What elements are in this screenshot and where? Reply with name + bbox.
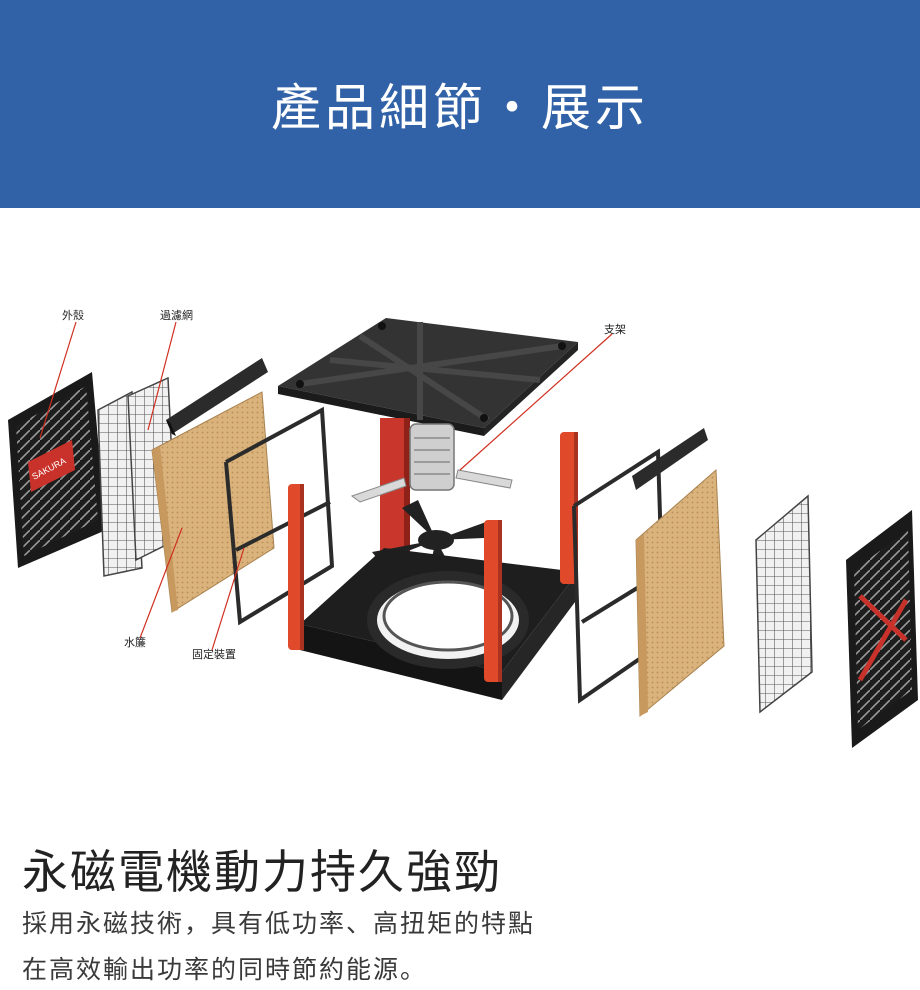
label-shell: 外殼 [62,309,84,322]
motor-assembly [350,418,513,558]
feature-description-line2: 在高效輸出功率的同時節約能源。 [22,955,428,984]
feature-description-line1: 採用永磁技術，具有低功率、高扭矩的特點 [22,909,536,938]
label-bracket: 支架 [604,323,626,336]
base-tray [300,548,578,700]
callout-leader-lines [39,321,613,651]
right-shell-panel [846,510,918,748]
label-water-curtain: 水簾 [124,636,146,649]
left-fixing-frame [224,406,335,626]
right-filter-mesh [755,494,813,714]
label-filter: 過濾網 [160,309,193,322]
feature-headline: 永磁電機動力持久強勁 [22,845,502,899]
left-shell-panel: SAKURA [8,372,106,568]
header-banner: 產品細節・展示 [0,0,920,208]
left-water-curtain [151,391,275,613]
exploded-view-illustration: SAKURA [8,318,918,748]
exploded-view-diagram: SAKURA [0,208,920,820]
page-title: 產品細節・展示 [271,79,649,137]
right-water-curtain [635,468,725,718]
label-fixing-device: 固定裝置 [192,648,236,661]
